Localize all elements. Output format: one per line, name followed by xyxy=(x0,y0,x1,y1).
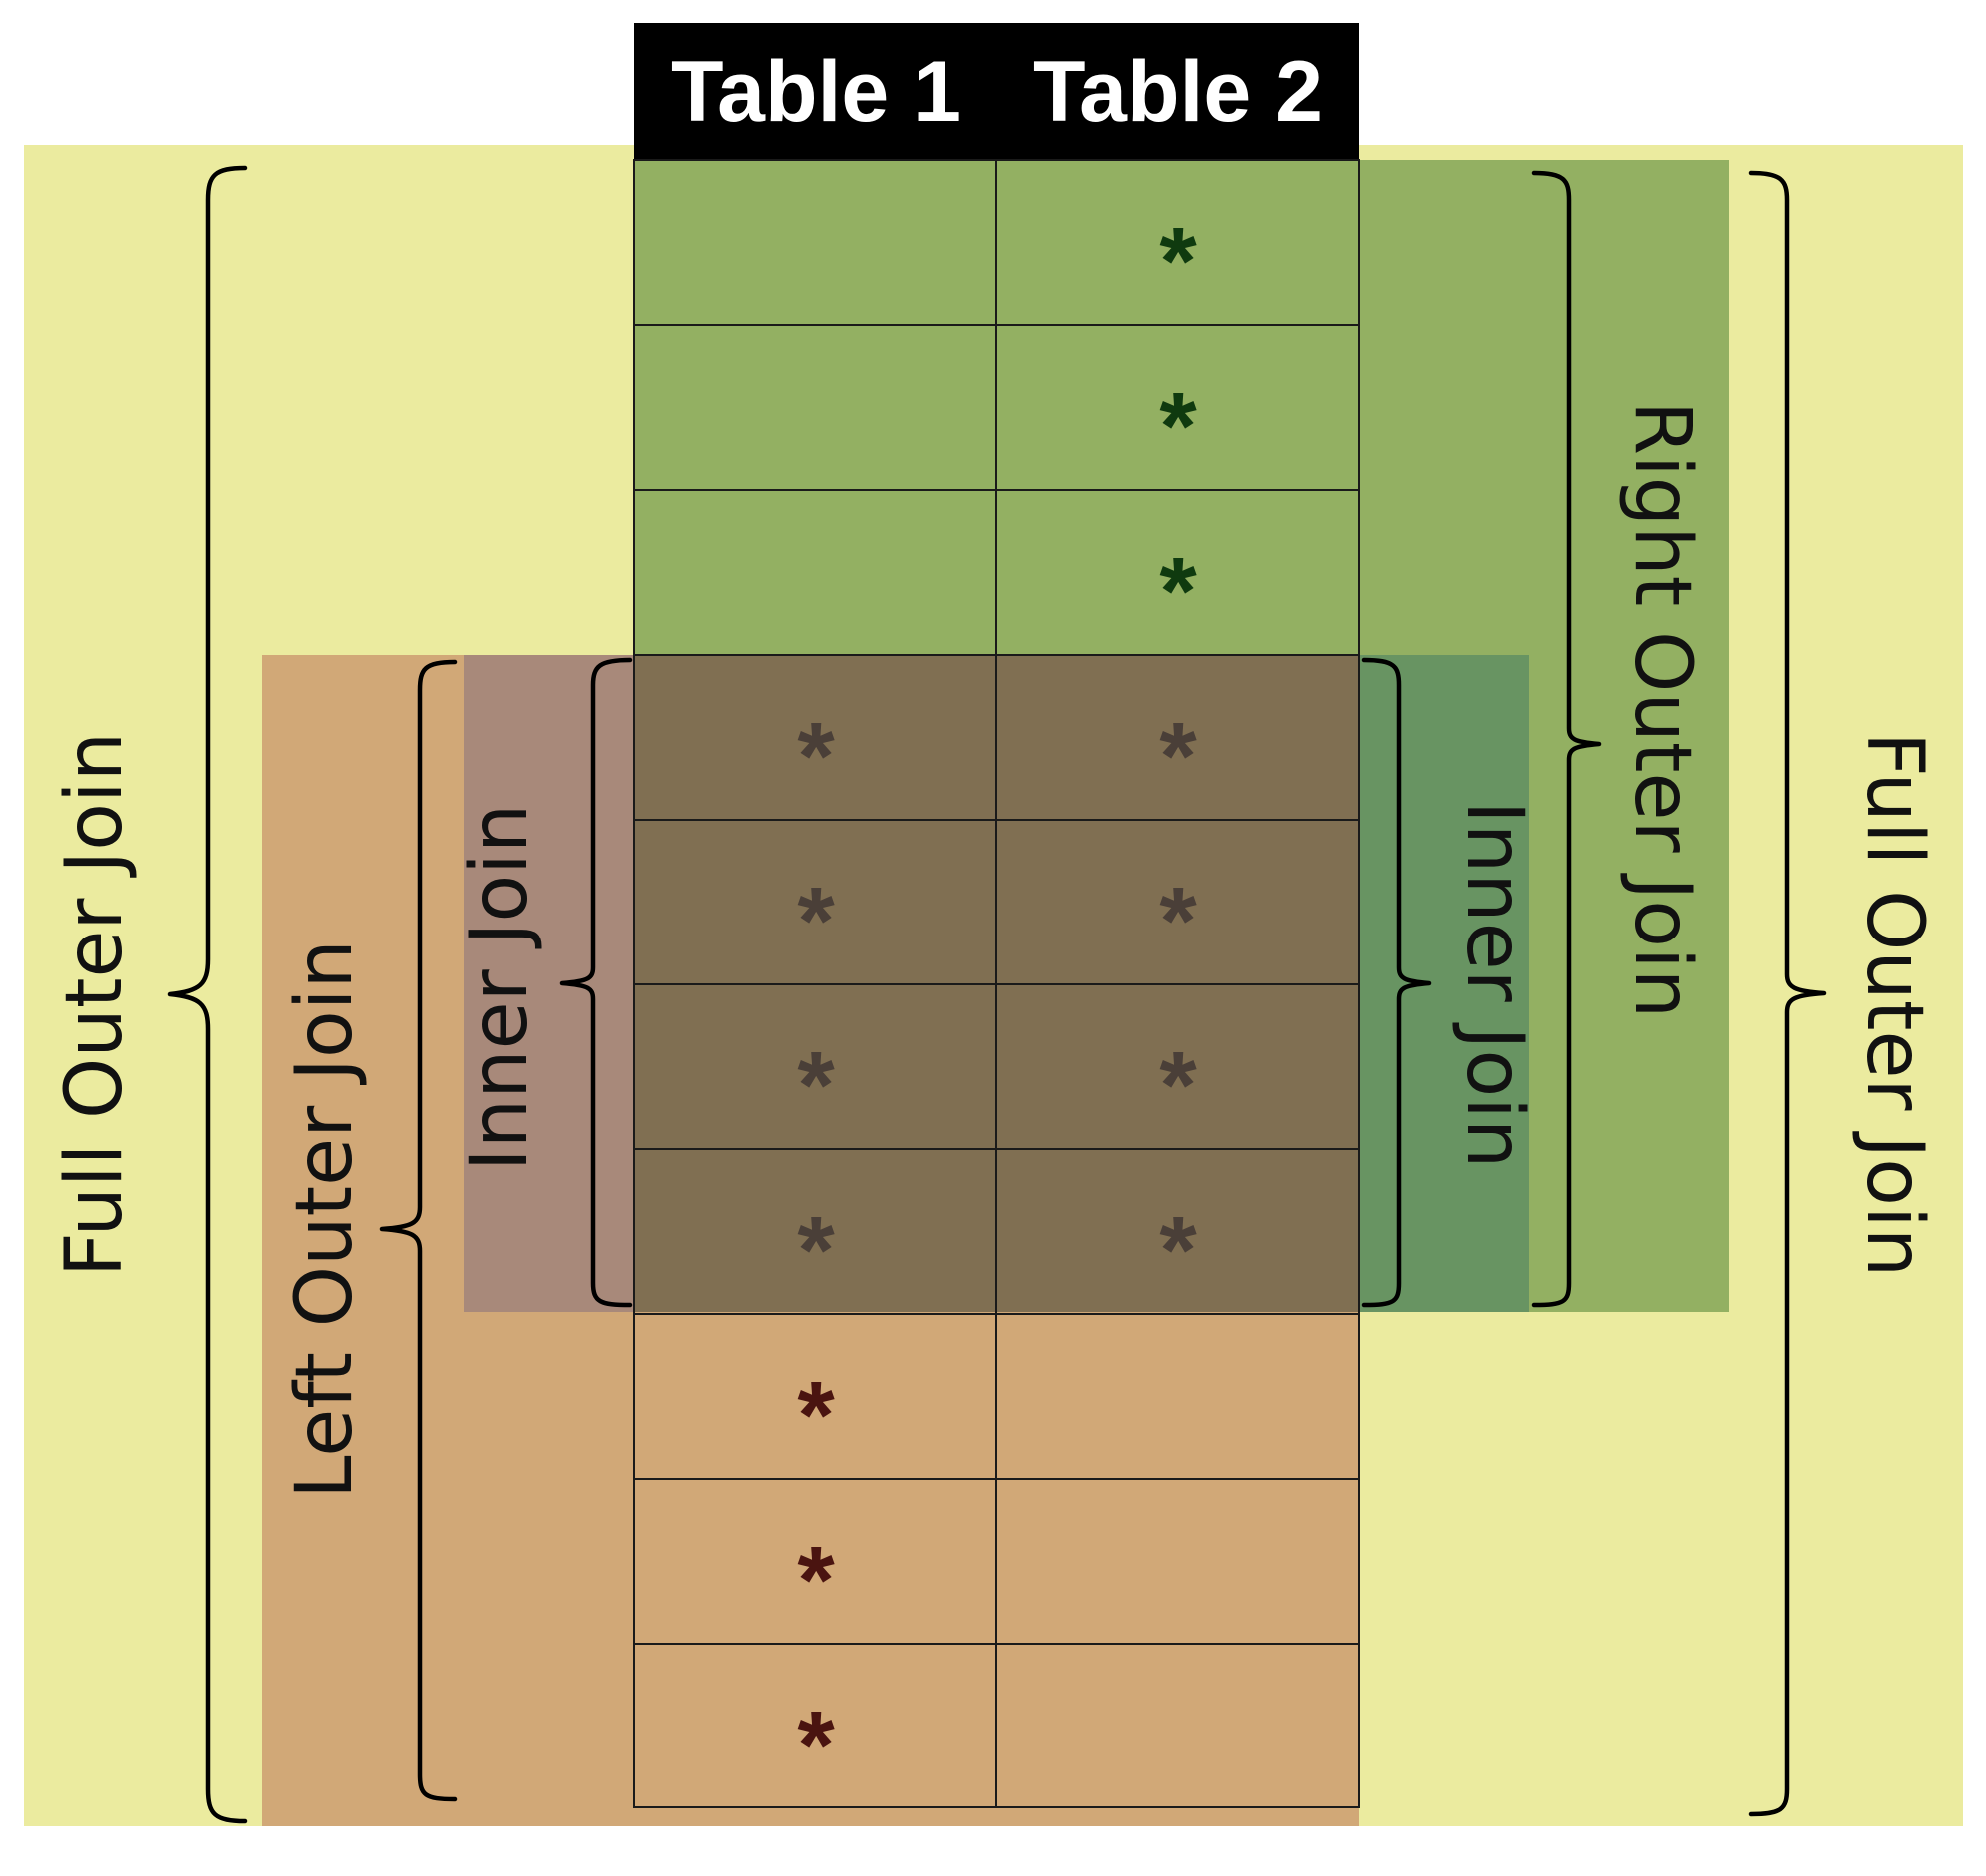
table-1-header: Table 1 xyxy=(671,43,961,140)
row-6-table2-marker: * xyxy=(1159,1032,1197,1139)
row-4-table2-marker: * xyxy=(1159,703,1197,810)
row-7-table1-marker: * xyxy=(797,1197,835,1304)
full-outer-join-right-label: Full Outer Join xyxy=(1849,731,1939,1278)
inner-join-right-brace xyxy=(1361,657,1432,1308)
row-7-table2-marker: * xyxy=(1159,1197,1197,1304)
inner-join-left-label: Inner Join xyxy=(455,803,545,1172)
row-2-table2-marker: * xyxy=(1159,373,1197,480)
row-5-table1-marker: * xyxy=(797,868,835,974)
row-3-table2-marker: * xyxy=(1159,538,1197,645)
table-header-bar xyxy=(634,23,1359,160)
left-outer-join-brace xyxy=(379,659,458,1802)
row-5-table2-marker: * xyxy=(1159,868,1197,974)
full-outer-join-left-label: Full Outer Join xyxy=(50,731,140,1278)
table-2-header: Table 2 xyxy=(1033,43,1323,140)
row-1-table2-marker: * xyxy=(1159,208,1197,315)
inner-join-left-band xyxy=(464,655,636,1312)
right-outer-join-brace xyxy=(1531,170,1602,1308)
full-outer-join-right-brace xyxy=(1748,170,1827,1817)
row-6-table1-marker: * xyxy=(797,1032,835,1139)
full-outer-join-left-brace xyxy=(167,165,248,1824)
row-4-table1-marker: * xyxy=(797,703,835,810)
row-8-table1-marker: * xyxy=(797,1362,835,1469)
table-grid xyxy=(633,159,1360,1808)
inner-join-right-band xyxy=(1359,655,1529,1312)
row-9-table1-marker: * xyxy=(797,1527,835,1634)
left-outer-join-label: Left Outer Join xyxy=(280,939,370,1499)
inner-join-right-label: Inner Join xyxy=(1449,800,1539,1169)
inner-join-left-brace xyxy=(559,657,633,1308)
right-outer-join-label: Right Outer Join xyxy=(1617,400,1707,1019)
row-10-table1-marker: * xyxy=(797,1692,835,1799)
